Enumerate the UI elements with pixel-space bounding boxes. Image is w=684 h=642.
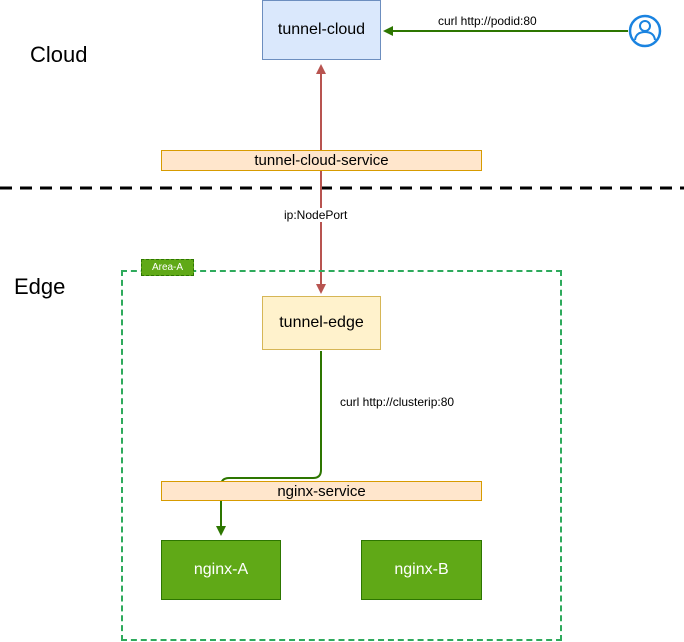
nodeport-label: ip:NodePort <box>284 208 348 222</box>
area-a-container <box>121 270 562 641</box>
nginx-service-node[interactable]: nginx-service <box>161 481 482 501</box>
cloud-region-label: Cloud <box>30 42 88 67</box>
tunnel-cloud-node[interactable]: tunnel-cloud <box>262 0 381 60</box>
user-request-label: curl http://podid:80 <box>438 14 537 28</box>
tunnel-cloud-service-node[interactable]: tunnel-cloud-service <box>161 150 482 171</box>
edge-region-label: Edge <box>14 274 66 299</box>
nginx-b-node[interactable]: nginx-B <box>361 540 482 600</box>
user-icon <box>628 14 662 48</box>
nginx-a-node[interactable]: nginx-A <box>161 540 281 600</box>
area-a-tag: Area-A <box>141 259 194 276</box>
edge-to-pod-label: curl http://clusterip:80 <box>340 395 455 409</box>
tunnel-edge-node[interactable]: tunnel-edge <box>262 296 381 350</box>
